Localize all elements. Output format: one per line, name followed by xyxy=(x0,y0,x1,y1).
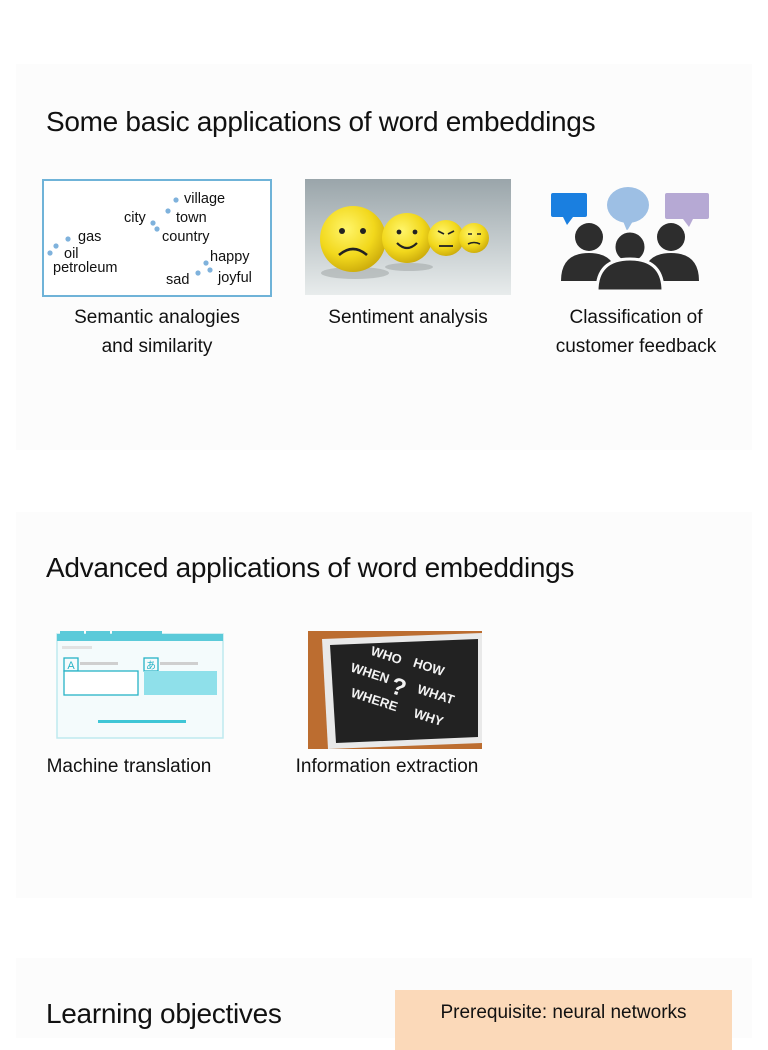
card-information-extraction: WHO HOW WHEN WHAT WHERE WHY ? Informatio… xyxy=(282,630,492,780)
speech-bubble-icon xyxy=(607,187,649,223)
prerequisite-banner: Prerequisite: neural networks xyxy=(395,990,732,1050)
chalkboard-photo: WHO HOW WHEN WHAT WHERE WHY ? xyxy=(308,631,482,749)
word-label: happy xyxy=(210,249,250,265)
word-label: sad xyxy=(166,272,189,288)
slide-advanced-applications: Advanced applications of word embeddings… xyxy=(16,512,752,898)
speech-bubble-icon xyxy=(551,193,587,217)
emoji-balls-photo xyxy=(305,179,511,295)
customer-feedback-icon xyxy=(549,185,713,293)
card-caption: Classification of customer feedback xyxy=(555,307,717,357)
speech-bubble-icon xyxy=(665,193,709,219)
word-label: joyful xyxy=(217,270,252,286)
word-label: gas xyxy=(78,229,101,245)
people-speech-bubbles-svg xyxy=(551,187,709,293)
people-icon xyxy=(561,223,699,293)
word-label: country xyxy=(162,229,210,245)
card-customer-feedback: Classification of customer feedback xyxy=(543,179,729,369)
slide-title: Learning objectives xyxy=(46,998,282,1029)
happy-face-icon xyxy=(382,213,432,263)
slide-title: Some basic applications of word embeddin… xyxy=(46,106,596,137)
sad-face-icon xyxy=(320,206,386,272)
translation-window-illustration: A あ xyxy=(56,630,226,740)
slide-learning-objectives: Learning objectives Prerequisite: neural… xyxy=(16,958,752,1050)
card-caption: Machine translation xyxy=(46,756,212,777)
slide-basic-applications: Some basic applications of word embeddin… xyxy=(16,64,752,450)
card-caption: Semantic analogies and similarity xyxy=(74,307,240,357)
chalkboard-svg: WHO HOW WHEN WHAT WHERE WHY ? xyxy=(308,631,482,749)
card-machine-translation: A あ Machine translation xyxy=(36,630,224,780)
worried-face-icon xyxy=(459,223,489,253)
word-embedding-plot: village city town gas country oil petrol… xyxy=(42,179,272,297)
word-label: petroleum xyxy=(53,260,117,276)
card-semantic-analogies: village city town gas country oil petrol… xyxy=(42,179,272,369)
slide-title: Advanced applications of word embeddings xyxy=(46,552,575,583)
translation-window-svg: A あ xyxy=(56,631,224,739)
emoji-balls-svg xyxy=(305,179,511,295)
word-label: city xyxy=(124,210,147,226)
card-sentiment-analysis: Sentiment analysis xyxy=(305,179,511,369)
angry-face-icon xyxy=(428,220,464,256)
source-language-icon: A xyxy=(67,660,75,672)
card-caption: Sentiment analysis xyxy=(328,307,488,328)
word-label: town xyxy=(176,210,207,226)
target-language-icon: あ xyxy=(146,660,156,672)
word-label: village xyxy=(184,191,225,207)
card-caption: Information extraction xyxy=(295,756,479,777)
word-label: oil xyxy=(64,246,79,262)
word-embedding-plot-svg: village city town gas country oil petrol… xyxy=(47,191,252,288)
